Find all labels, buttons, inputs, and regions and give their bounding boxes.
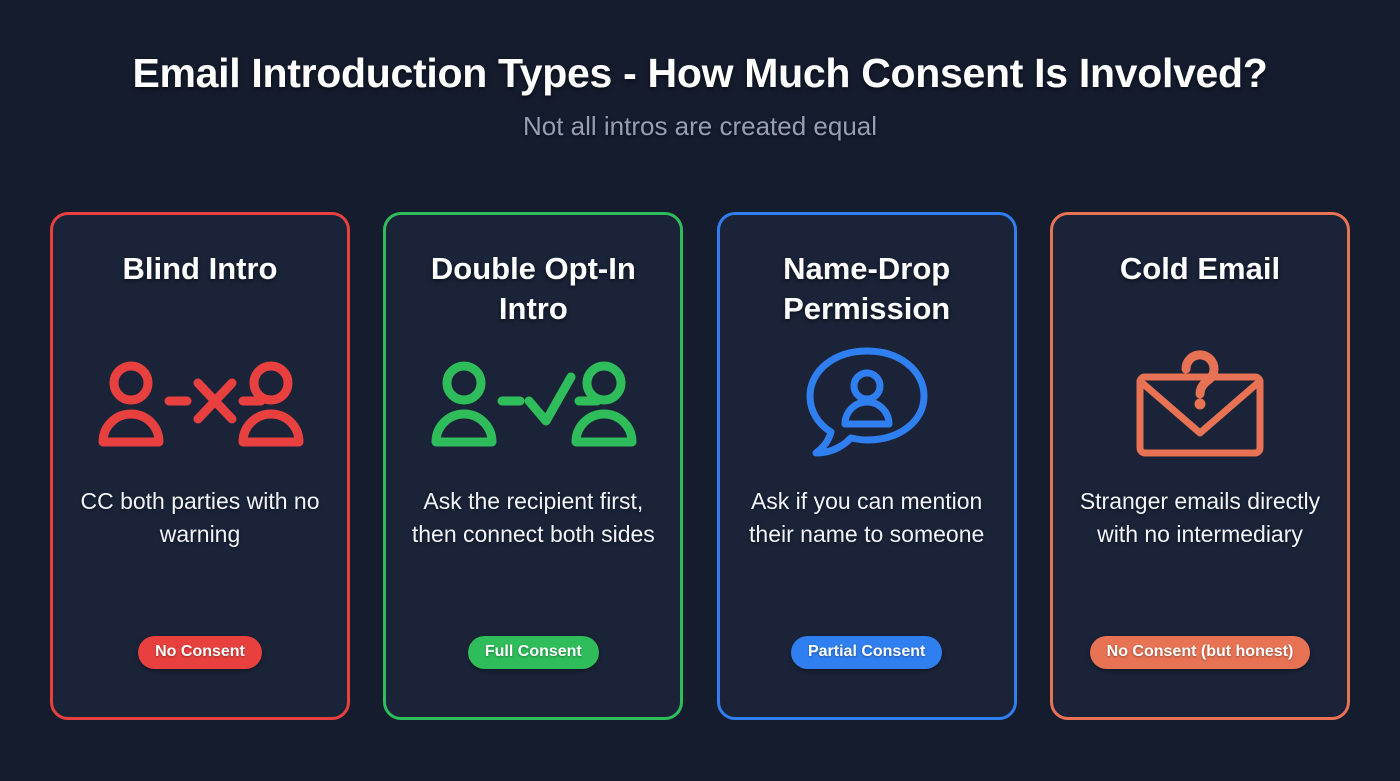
- card-title: Cold Email: [1119, 251, 1281, 286]
- card-description: Ask the recipient first, then connect bo…: [411, 488, 655, 547]
- card-cold-email[interactable]: Cold Email Stranger emails directly with…: [1049, 212, 1350, 720]
- card-description: CC both parties with no warning: [80, 488, 320, 547]
- page-subtitle: Not all intros are created equal: [522, 111, 878, 142]
- card-title: Name-Drop Permission: [783, 251, 951, 326]
- card-title: Double Opt-In Intro: [430, 251, 636, 326]
- card-description: Stranger emails directly with no interme…: [1079, 488, 1321, 547]
- status-badge: Partial Consent: [790, 636, 943, 669]
- card-name-drop-permission[interactable]: Name-Drop Permission Ask if you can ment…: [716, 212, 1017, 720]
- header: Email Introduction Types - How Much Cons…: [0, 0, 1400, 142]
- card-blind-intro[interactable]: Blind Intro CC both parties with no: [50, 212, 350, 720]
- cards-row: Blind Intro CC both parties with no: [50, 212, 1350, 720]
- two-people-check-icon: [428, 343, 638, 463]
- page-title: Email Introduction Types - How Much Cons…: [132, 50, 1268, 96]
- two-people-x-icon: [95, 343, 305, 463]
- envelope-question-icon: [1132, 343, 1268, 463]
- status-badge: No Consent (but honest): [1089, 636, 1311, 669]
- status-badge: No Consent: [138, 636, 262, 669]
- card-title: Blind Intro: [122, 251, 278, 286]
- card-description: Ask if you can mention their name to som…: [749, 488, 985, 547]
- status-badge: Full Consent: [467, 636, 599, 669]
- speech-bubble-person-icon: [804, 343, 930, 463]
- card-double-opt-in-intro[interactable]: Double Opt-In Intro Ask the recipient fi…: [383, 212, 684, 720]
